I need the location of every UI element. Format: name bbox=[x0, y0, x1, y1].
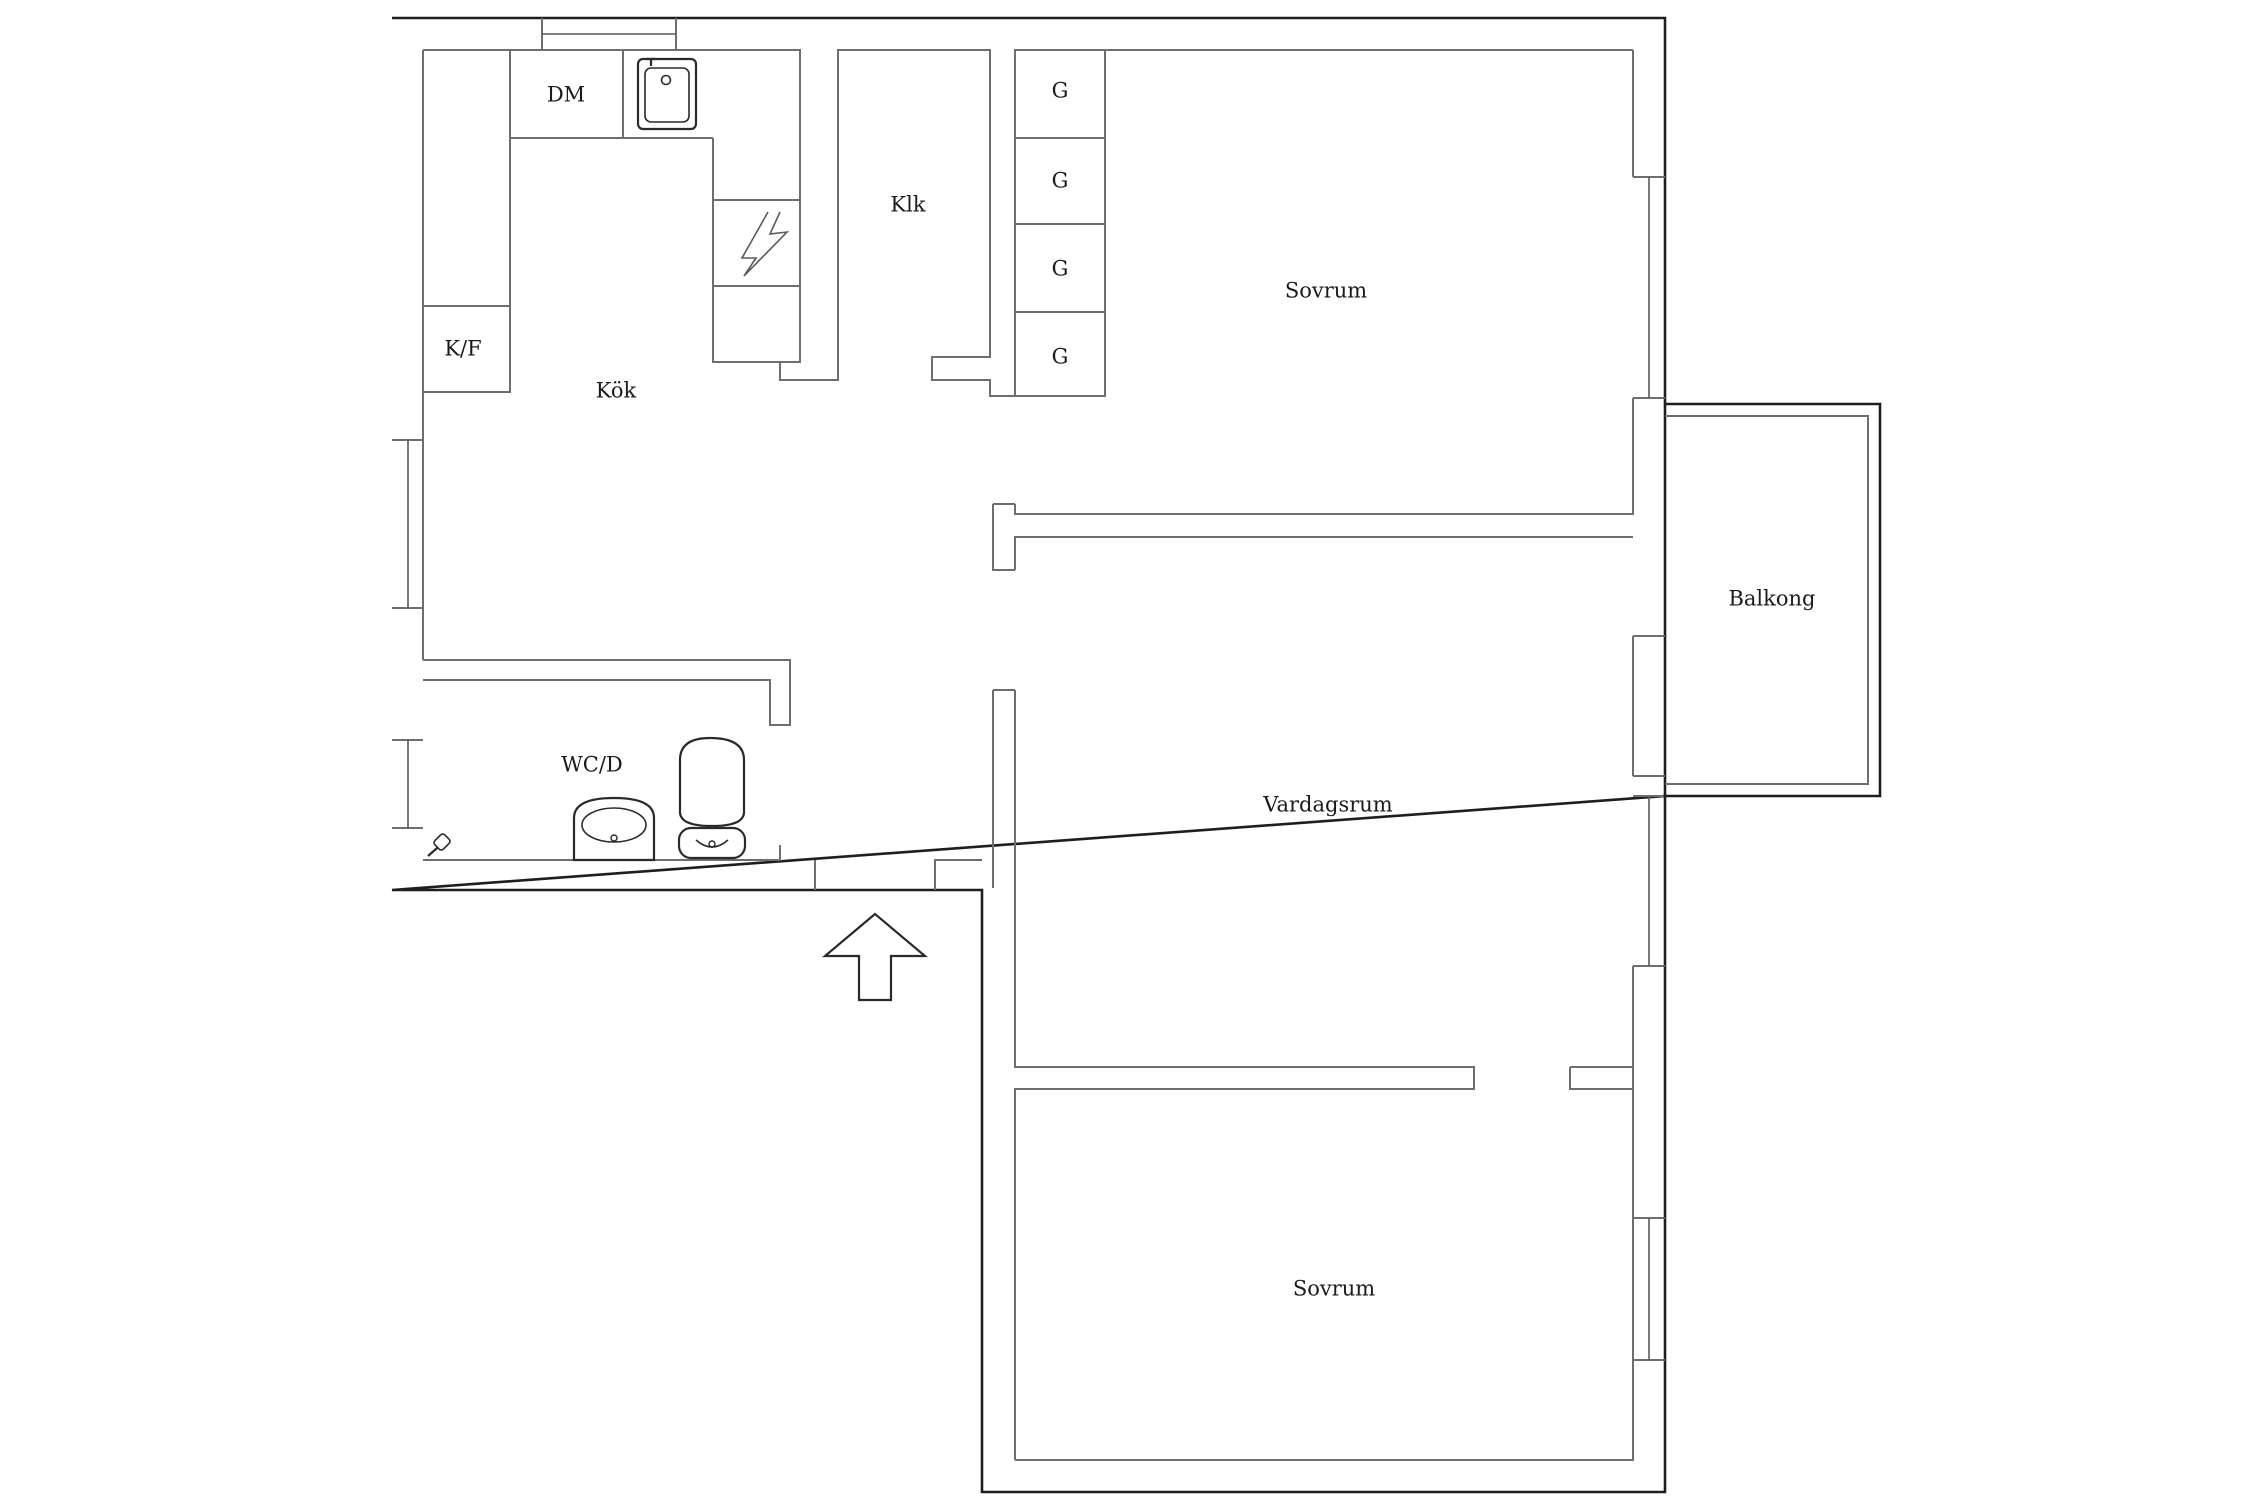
toilet-icon bbox=[677, 736, 747, 860]
bathroom-fixtures bbox=[427, 736, 747, 862]
window-bedroom-2 bbox=[1633, 1217, 1665, 1361]
balcony bbox=[1633, 402, 1882, 798]
wardrobe-label-3: G bbox=[1052, 257, 1069, 281]
bedroom-2-label: Sovrum bbox=[1293, 1277, 1375, 1301]
stove-icon bbox=[712, 199, 801, 287]
room-labels: DM K/F Kök Klk G G G G Sovrum Balkong Va… bbox=[444, 79, 1815, 1301]
living-room-label: Vardagsrum bbox=[1262, 793, 1393, 817]
wardrobes bbox=[1014, 49, 1633, 397]
washbasin-icon bbox=[572, 796, 656, 862]
kitchen-label: Kök bbox=[596, 379, 637, 403]
dishwasher-label: DM bbox=[547, 83, 585, 107]
wardrobe-label-4: G bbox=[1052, 345, 1069, 369]
window-bathroom-left bbox=[392, 739, 423, 829]
bathroom-label: WC/D bbox=[561, 753, 623, 777]
fridge-freezer-label: K/F bbox=[444, 337, 481, 361]
window-bedroom-1 bbox=[1633, 176, 1665, 399]
interior-walls bbox=[814, 503, 1633, 1090]
kitchen-sink-icon bbox=[636, 57, 698, 131]
shower-head-icon bbox=[427, 833, 451, 857]
wardrobe-label-1: G bbox=[1052, 79, 1069, 103]
window-kitchen-left bbox=[392, 439, 423, 609]
closet-label: Klk bbox=[890, 193, 925, 217]
window-kitchen-top bbox=[541, 18, 677, 50]
closet-walls bbox=[779, 49, 1015, 397]
bedroom-1-label: Sovrum bbox=[1285, 279, 1367, 303]
window-living-room bbox=[1633, 795, 1665, 967]
balcony-label: Balkong bbox=[1728, 587, 1815, 611]
entrance-arrow-icon bbox=[821, 912, 929, 1002]
windows bbox=[392, 18, 1665, 1361]
wardrobe-label-2: G bbox=[1052, 169, 1069, 193]
kitchen-fixtures bbox=[423, 49, 801, 726]
outer-walls bbox=[391, 16, 1667, 1494]
